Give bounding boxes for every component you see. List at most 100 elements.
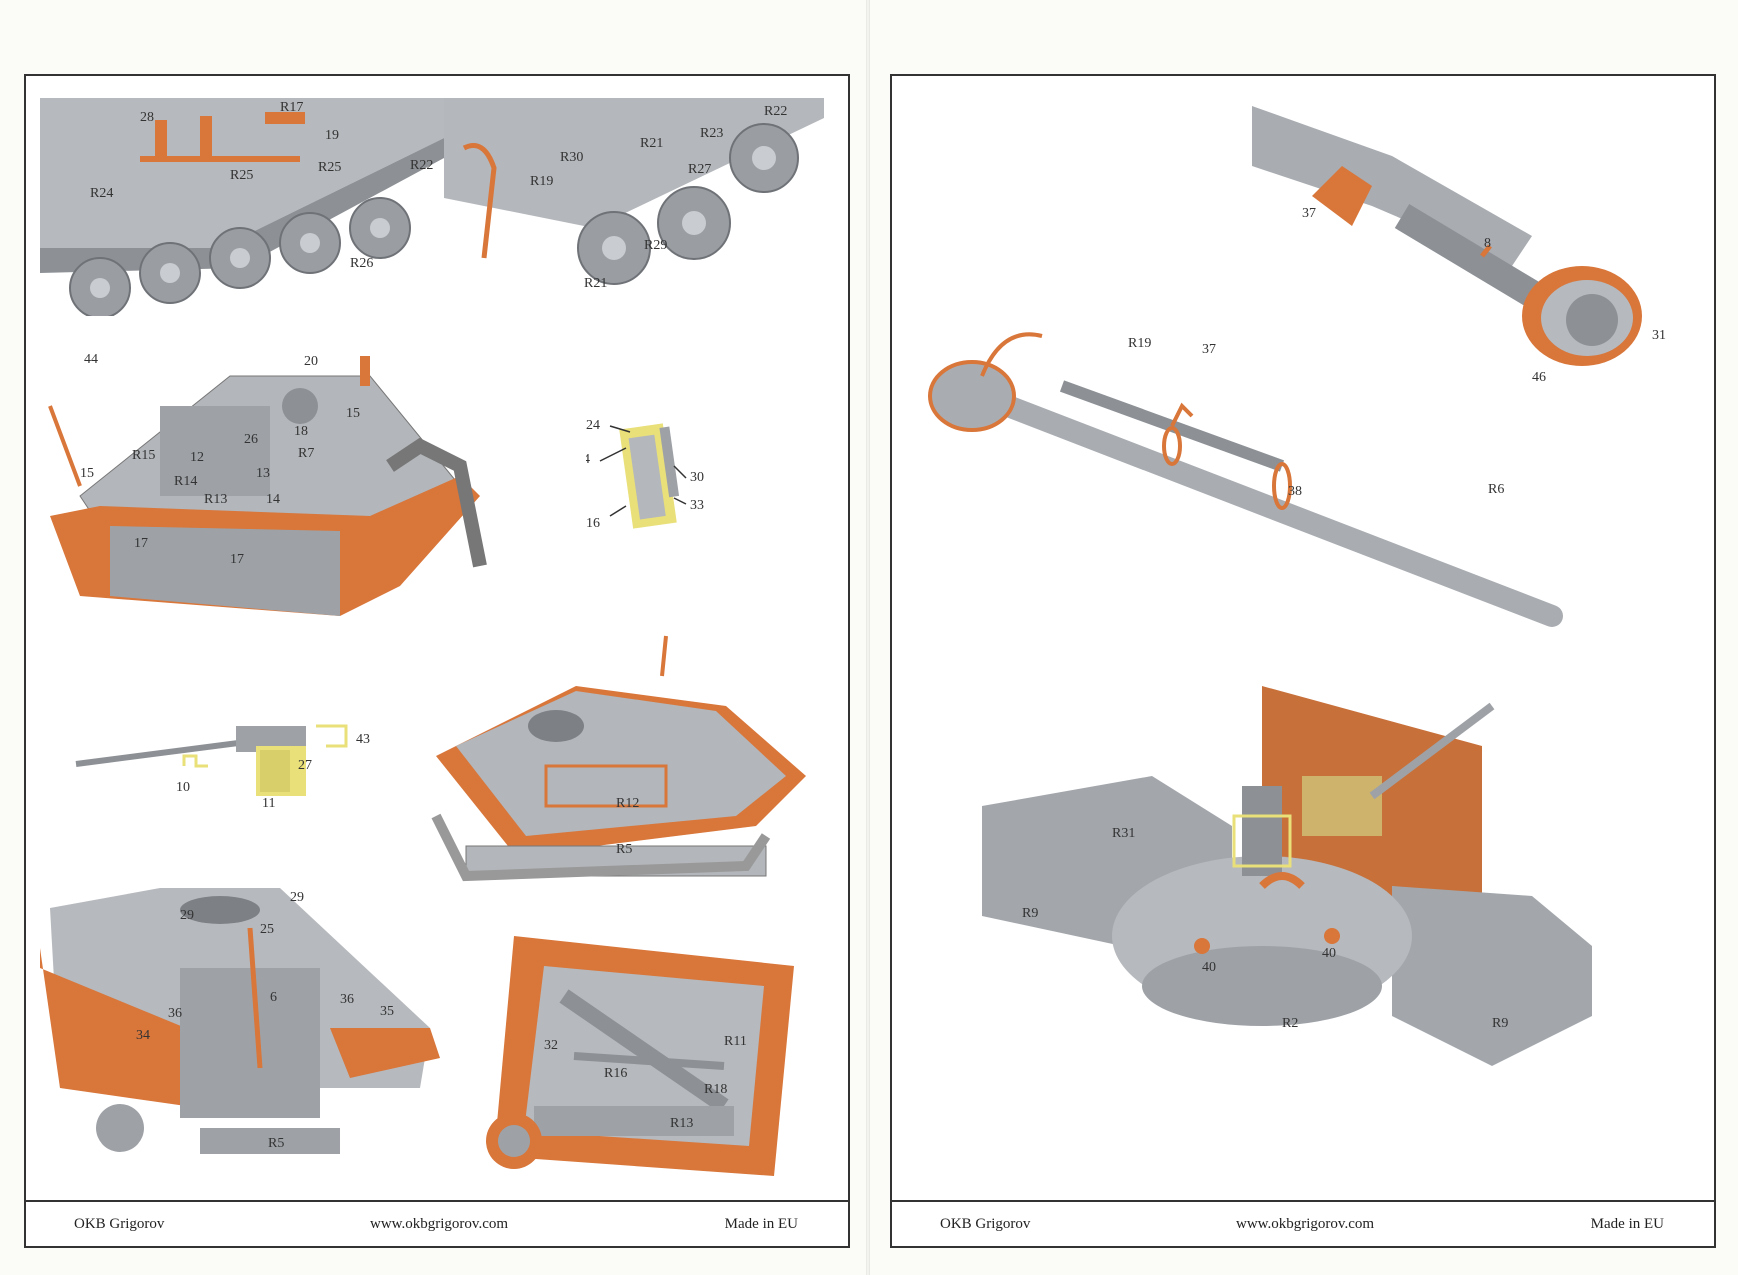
origin-text: Made in EU: [724, 1216, 798, 1232]
part-label: R25: [318, 160, 342, 175]
rear-hull-illustration: [48, 356, 487, 616]
brass-detail-illustration: [599, 423, 687, 529]
part-label: 29: [180, 908, 194, 923]
part-label: 13: [256, 466, 270, 481]
part-label: 8: [1484, 236, 1491, 251]
part-label: 12: [190, 450, 204, 465]
part-label: 20: [304, 354, 318, 369]
part-label: R13: [670, 1116, 694, 1131]
running-gear-right-illustration: [444, 98, 824, 285]
part-label: 14: [586, 452, 590, 467]
part-label: R12: [616, 796, 640, 811]
part-label: R21: [640, 136, 664, 151]
tool-box-illustration: [484, 926, 836, 1176]
part-label: R23: [700, 126, 724, 141]
part-label: 15: [80, 466, 94, 481]
mount-assembly-illustration: [982, 686, 1592, 1066]
part-label: 40: [1322, 946, 1336, 961]
part-label: 16: [586, 516, 600, 531]
part-label: R2: [1282, 1016, 1299, 1031]
panel-running-gear-left: 28 R17 19 R22 R24 R25 R25 R26: [40, 98, 444, 316]
part-label: R9: [1492, 1016, 1509, 1031]
part-label: R25: [230, 168, 254, 183]
part-label: R17: [280, 100, 304, 115]
part-label: R13: [204, 492, 228, 507]
top-hull-illustration: [431, 635, 806, 882]
panel-running-gear-right: R22 R23 R21 R27 R30 R19 R29 R21: [444, 98, 824, 316]
part-label: 46: [1532, 370, 1546, 385]
panel-mantlet-detail: 37 8 31 46: [1252, 106, 1672, 406]
part-label: 15: [346, 406, 360, 421]
part-label: R16: [604, 1066, 628, 1081]
part-label: 31: [1652, 328, 1666, 343]
part-label: 6: [270, 990, 277, 1005]
part-label: R5: [616, 842, 633, 857]
part-label: R9: [1022, 906, 1039, 921]
part-label: 32: [544, 1038, 558, 1053]
part-label: 44: [84, 352, 98, 367]
part-label: 14: [266, 492, 280, 507]
part-label: 37: [1202, 342, 1216, 357]
panel-mount-assembly: R31 R9 40 40 R2 R9: [972, 686, 1672, 1126]
part-label: 17: [134, 536, 148, 551]
left-sheet-footer: OKB Grigorov www.okbgrigorov.com Made in…: [26, 1200, 848, 1246]
part-label: R21: [584, 276, 608, 291]
part-label: 30: [690, 470, 704, 485]
panel-gun-barrel: R19 37 38 R6: [912, 316, 1612, 646]
part-label: R14: [174, 474, 198, 489]
part-label: R22: [764, 104, 788, 119]
part-label: 19: [325, 128, 339, 143]
right-instruction-sheet: 37 8 31 46 R19 37 38 R6: [890, 74, 1716, 1248]
part-label: 18: [294, 424, 308, 439]
engine-deck-illustration: [40, 888, 450, 1170]
website-url: www.okbgrigorov.com: [1236, 1216, 1375, 1232]
origin-text: Made in EU: [1590, 1216, 1664, 1232]
part-label: 10: [176, 780, 190, 795]
part-label: 33: [690, 498, 704, 513]
panel-top-hull: R12 R5: [426, 616, 836, 946]
part-label: 26: [244, 432, 258, 447]
part-label: 37: [1302, 206, 1316, 221]
part-label: R22: [410, 158, 434, 173]
gun-barrel-illustration: [928, 332, 1563, 627]
right-sheet-footer: OKB Grigorov www.okbgrigorov.com Made in…: [892, 1200, 1714, 1246]
part-label: R7: [298, 446, 315, 461]
part-label: 40: [1202, 960, 1216, 975]
part-label: 17: [230, 552, 244, 567]
part-label: 43: [356, 732, 370, 747]
panel-brass-detail: 24 14 30 33 16: [586, 406, 736, 556]
part-label: 27: [298, 758, 312, 773]
part-label: R29: [644, 238, 668, 253]
part-label: R18: [704, 1082, 728, 1097]
page-fold: [866, 0, 870, 1275]
part-label: 35: [380, 1004, 394, 1019]
panel-tool-box: 32 R11 R16 R18 R13: [484, 926, 836, 1176]
panel-engine-deck: 29 29 25 6 36 36 34 35 R5: [40, 888, 450, 1170]
website-url: www.okbgrigorov.com: [370, 1216, 509, 1232]
part-label: 28: [140, 110, 154, 125]
part-label: 11: [262, 796, 276, 811]
mantlet-detail-illustration: [1252, 106, 1642, 366]
part-label: 34: [136, 1028, 150, 1043]
part-label: R19: [1128, 336, 1152, 351]
part-label: 38: [1288, 484, 1302, 499]
part-label: R15: [132, 448, 156, 463]
part-label: 36: [340, 992, 354, 1007]
part-label: 24: [586, 418, 600, 433]
machine-gun-illustration: [75, 724, 348, 796]
part-label: R27: [688, 162, 712, 177]
part-label: R24: [90, 186, 114, 201]
brand-name: OKB Grigorov: [74, 1216, 165, 1232]
part-label: R6: [1488, 482, 1505, 497]
running-gear-left-illustration: [40, 98, 444, 316]
brand-name: OKB Grigorov: [940, 1216, 1031, 1232]
part-label: R5: [268, 1136, 285, 1151]
panel-rear-hull: 44 20 15 18 R15 12 26 R7 R14 13 R13 14 1…: [40, 346, 510, 646]
part-label: R31: [1112, 826, 1136, 841]
left-instruction-sheet: 28 R17 19 R22 R24 R25 R25 R26 R22 R23 R2…: [24, 74, 850, 1248]
part-label: R30: [560, 150, 584, 165]
part-label: R19: [530, 174, 554, 189]
part-label: 29: [290, 890, 304, 905]
part-label: 25: [260, 922, 274, 937]
panel-machine-gun: 43 27 10 11: [66, 686, 406, 816]
